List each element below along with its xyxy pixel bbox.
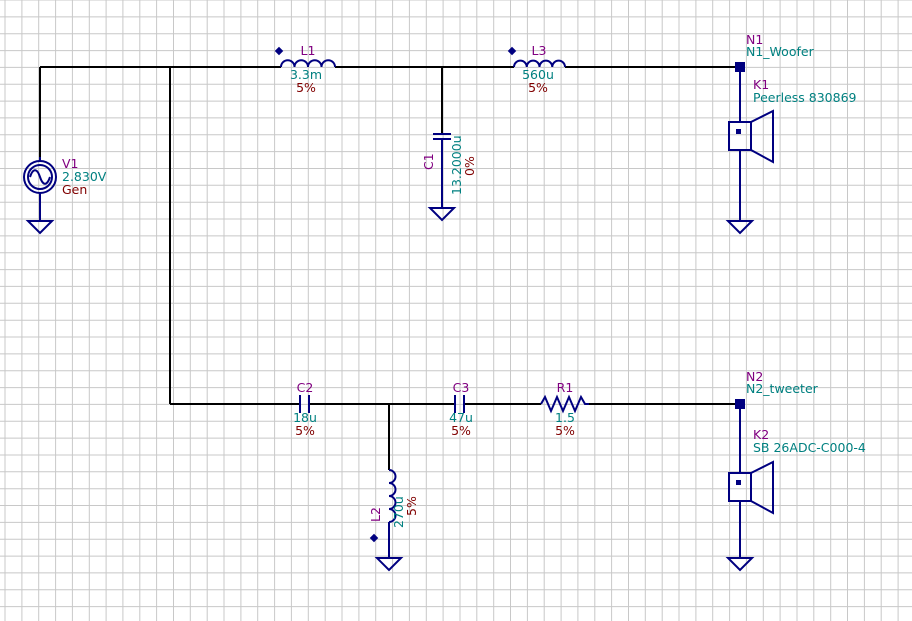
ground-icon xyxy=(374,557,404,572)
l1-value: 3.3m xyxy=(290,67,322,82)
capacitor-c1[interactable]: C1 13.2000u 0% xyxy=(421,133,477,222)
inductor-icon xyxy=(513,59,566,68)
inductor-l3[interactable]: L3 560u 5% xyxy=(507,43,566,95)
l1-tolerance: 5% xyxy=(296,80,316,95)
l3-value: 560u xyxy=(522,67,554,82)
c2-tolerance: 5% xyxy=(295,423,315,438)
c3-tolerance: 5% xyxy=(451,423,471,438)
resistor-icon xyxy=(540,394,589,414)
l2-tolerance: 5% xyxy=(404,496,419,516)
ground-icon xyxy=(725,557,755,572)
v1-designator: V1 xyxy=(62,156,79,171)
node-marker-icon xyxy=(735,62,745,72)
c2-value: 18u xyxy=(293,410,317,425)
r1-tolerance: 5% xyxy=(555,423,575,438)
ground-icon xyxy=(725,220,755,235)
n2-label: N2_tweeter xyxy=(746,381,819,396)
polarity-dot-icon xyxy=(507,46,517,56)
v1-value: 2.830V xyxy=(62,169,107,184)
l2-designator: L2 xyxy=(368,507,383,522)
c1-designator: C1 xyxy=(421,153,436,170)
node-marker-icon xyxy=(735,399,745,409)
c2-designator: C2 xyxy=(297,380,314,395)
c1-tolerance: 0% xyxy=(462,156,477,176)
r1-value: 1.5 xyxy=(555,410,575,425)
l3-tolerance: 5% xyxy=(528,80,548,95)
node-n1[interactable]: N1 N1_Woofer xyxy=(735,32,815,72)
v1-type: Gen xyxy=(62,182,87,197)
l1-designator: L1 xyxy=(301,43,316,58)
generator-v1[interactable]: V1 2.830V Gen xyxy=(23,156,107,235)
n1-label: N1_Woofer xyxy=(746,44,815,59)
polarity-dot-icon xyxy=(369,533,379,543)
k2-designator: K2 xyxy=(753,427,769,442)
ground-icon xyxy=(25,220,55,235)
c3-value: 47u xyxy=(449,410,473,425)
k1-designator: K1 xyxy=(753,77,769,92)
r1-designator: R1 xyxy=(557,380,574,395)
c3-designator: C3 xyxy=(453,380,470,395)
polarity-dot-icon xyxy=(274,46,284,56)
speaker-icon xyxy=(728,472,752,502)
wires xyxy=(39,66,740,470)
inductor-l1[interactable]: L1 3.3m 5% xyxy=(274,43,336,95)
ground-icon xyxy=(427,207,457,222)
n1-designator: N1 xyxy=(746,32,763,47)
k1-model: Peerless 830869 xyxy=(753,90,857,105)
speaker-k2[interactable]: K2 SB 26ADC-C000-4 xyxy=(725,409,866,572)
capacitor-c2[interactable]: C2 18u 5% xyxy=(293,380,317,438)
capacitor-c3[interactable]: C3 47u 5% xyxy=(449,380,473,438)
node-n2[interactable]: N2 N2_tweeter xyxy=(735,369,819,409)
l3-designator: L3 xyxy=(532,43,547,58)
inductor-icon xyxy=(388,469,397,523)
l2-value: 270u xyxy=(391,496,406,528)
inductor-l2[interactable]: L2 270u 5% xyxy=(368,469,419,572)
k2-model: SB 26ADC-C000-4 xyxy=(753,440,866,455)
resistor-r1[interactable]: R1 1.5 5% xyxy=(540,380,589,438)
speaker-k1[interactable]: K1 Peerless 830869 xyxy=(725,72,857,235)
n2-designator: N2 xyxy=(746,369,763,384)
speaker-icon xyxy=(728,121,752,151)
inductor-icon xyxy=(280,59,336,68)
c1-value: 13.2000u xyxy=(449,135,464,195)
